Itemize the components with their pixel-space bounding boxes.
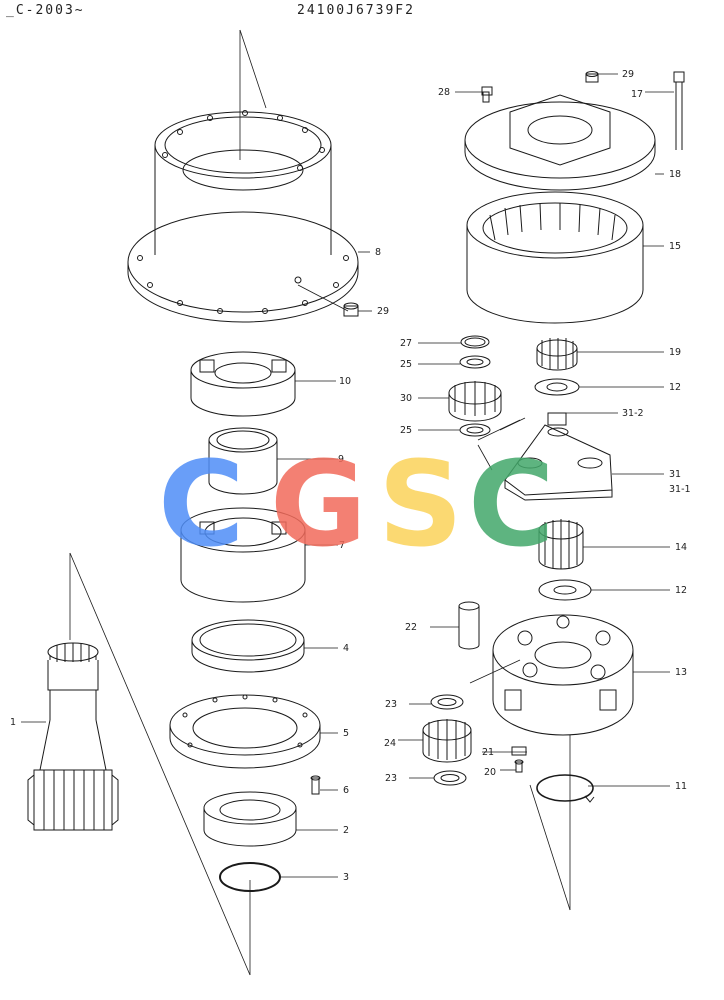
callout-4: 4: [343, 643, 349, 654]
callout-28: 28: [438, 87, 450, 98]
housing-part-8: [127, 110, 359, 323]
callout-19: 19: [669, 347, 681, 358]
callout-3: 3: [343, 872, 349, 883]
callout-5: 5: [343, 728, 349, 739]
callout-31-1: 31-1: [669, 484, 691, 495]
watermark-letter-s: S: [378, 435, 463, 573]
callout-22: 22: [405, 622, 417, 633]
washer-part-23-upper: [430, 694, 464, 710]
callout-29-right: 29: [622, 69, 634, 80]
callout-7: 7: [339, 540, 345, 551]
planet-gear-part-24: [422, 719, 472, 763]
plug-part-28: [481, 86, 493, 96]
washer-part-23-lower: [433, 770, 467, 786]
callout-25-lower: 25: [400, 425, 412, 436]
ring-gear-part-15: [466, 191, 644, 324]
callout-27: 27: [400, 338, 412, 349]
callout-8: 8: [375, 247, 381, 258]
pinion-shaft-part-1: [27, 642, 119, 831]
snap-ring-part-11: [536, 774, 595, 803]
assembly-guide-lines: [69, 29, 571, 976]
callout-30: 30: [400, 393, 412, 404]
sun-gear-part-14: [538, 519, 584, 570]
thrust-washer-part-12-upper: [534, 378, 580, 396]
washer-part-25-upper: [459, 355, 491, 369]
planet-gear-part-30: [448, 381, 502, 422]
cgsc-watermark: C G S C: [158, 435, 555, 573]
carrier-part-31: [504, 412, 613, 501]
carrier-part-13: [492, 614, 634, 736]
oil-seal-part-2: [203, 791, 297, 847]
lock-plate-part-21: [511, 746, 527, 756]
snap-ring-part-27: [460, 335, 490, 349]
callout-23-lower: 23: [385, 773, 397, 784]
callout-21: 21: [482, 747, 494, 758]
callout-1: 1: [10, 717, 16, 728]
callout-13: 13: [675, 667, 687, 678]
bolt-part-6: [310, 775, 321, 795]
callout-24: 24: [384, 738, 396, 749]
callout-labels: 1 2 3 4 5 6 7 8 9 10 11 12 12 13 14 15 1…: [10, 69, 691, 883]
callout-10: 10: [339, 376, 351, 387]
part-number: 24100J6739F2: [297, 3, 415, 18]
callout-18: 18: [669, 169, 681, 180]
callout-17: 17: [631, 89, 643, 100]
shaft-pin-part-22: [458, 601, 480, 650]
model-code: _C-2003~: [6, 3, 85, 18]
callout-14: 14: [675, 542, 687, 553]
sun-gear-part-19: [536, 338, 578, 371]
leader-lines: [21, 73, 674, 878]
callout-15: 15: [669, 241, 681, 252]
spacer-part-9: [208, 427, 278, 495]
callout-12-lower: 12: [675, 585, 687, 596]
callout-20: 20: [484, 767, 496, 778]
bolt-part-20: [514, 759, 524, 773]
callout-9: 9: [338, 454, 344, 465]
callout-12-upper: 12: [669, 382, 681, 393]
watermark-letter-c1: C: [158, 435, 245, 573]
callout-31: 31: [669, 469, 681, 480]
thrust-washer-part-12-lower: [538, 579, 592, 601]
callout-11: 11: [675, 781, 687, 792]
callout-6: 6: [343, 785, 349, 796]
callout-25-upper: 25: [400, 359, 412, 370]
callout-29-left: 29: [377, 306, 389, 317]
bearing-part-10: [190, 351, 296, 417]
cover-part-5: [169, 694, 321, 769]
bolt-part-17: [673, 71, 685, 150]
callout-31-2: 31-2: [622, 408, 644, 419]
watermark-letter-c2: C: [468, 435, 555, 573]
callout-23-upper: 23: [385, 699, 397, 710]
callout-2: 2: [343, 825, 349, 836]
seal-part-4: [191, 619, 305, 673]
plug-part-29: [343, 71, 599, 317]
cover-plate-part-18: [464, 91, 656, 191]
bearing-part-7: [180, 507, 306, 603]
watermark-letter-g: G: [270, 435, 367, 573]
